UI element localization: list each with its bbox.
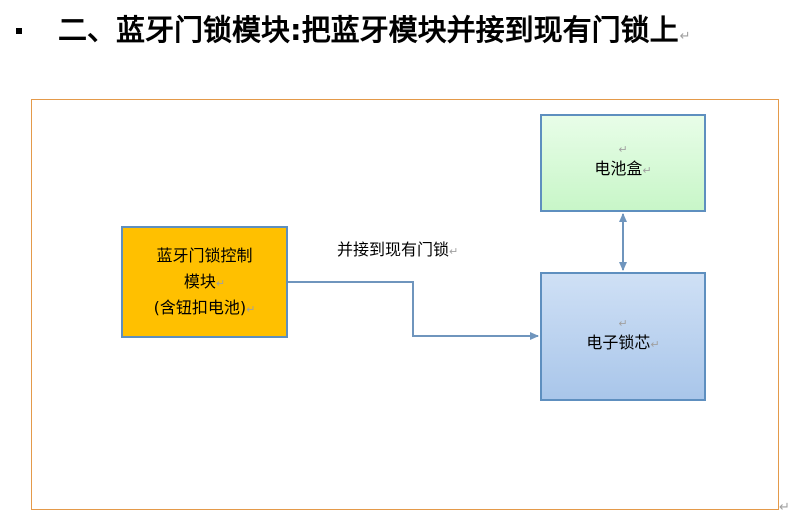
paragraph-mark: ↵	[618, 316, 628, 330]
battery-box-label: 电池盒	[594, 159, 643, 178]
module-to-core-connector	[288, 281, 539, 340]
module-box-line-3-wrap: (含钮扣电池)↵	[154, 295, 256, 321]
paragraph-mark: ↵	[246, 303, 256, 316]
module-box-line-2-wrap: 模块↵	[184, 269, 225, 295]
module-box-line-1: 蓝牙门锁控制	[156, 246, 253, 265]
paragraph-mark: ↵	[449, 245, 459, 258]
lock-core-box-label: 电子锁芯	[586, 332, 651, 352]
lock-core-box-text: 电子锁芯↵	[586, 330, 659, 356]
heading-text: 二、蓝牙门锁模块:把蓝牙模块并接到现有门锁上	[58, 13, 679, 47]
battery-box: ↵ 电池盒↵	[540, 114, 706, 212]
connection-label: 并接到现有门锁↵	[337, 236, 458, 260]
bullet-marker	[16, 28, 22, 34]
paragraph-mark: ↵	[618, 143, 628, 156]
battery-box-text: 电池盒↵	[594, 156, 651, 182]
connection-label-text: 并接到现有门锁	[337, 240, 450, 259]
diagram-frame	[31, 99, 779, 510]
paragraph-mark: ↵	[679, 29, 691, 44]
module-box-line-3: (含钮扣电池)	[153, 298, 247, 317]
lock-core-box: ↵ 电子锁芯↵	[540, 272, 706, 401]
paragraph-mark: ↵	[215, 277, 226, 290]
module-box-line-2: 模块	[183, 272, 216, 291]
bluetooth-module-box: 蓝牙门锁控制 模块↵ (含钮扣电池)↵	[121, 226, 288, 338]
paragraph-mark: ↵	[779, 500, 790, 515]
page-heading: 二、蓝牙门锁模块:把蓝牙模块并接到现有门锁上↵	[58, 10, 691, 57]
paragraph-mark: ↵	[650, 337, 660, 351]
paragraph-mark: ↵	[642, 164, 652, 177]
